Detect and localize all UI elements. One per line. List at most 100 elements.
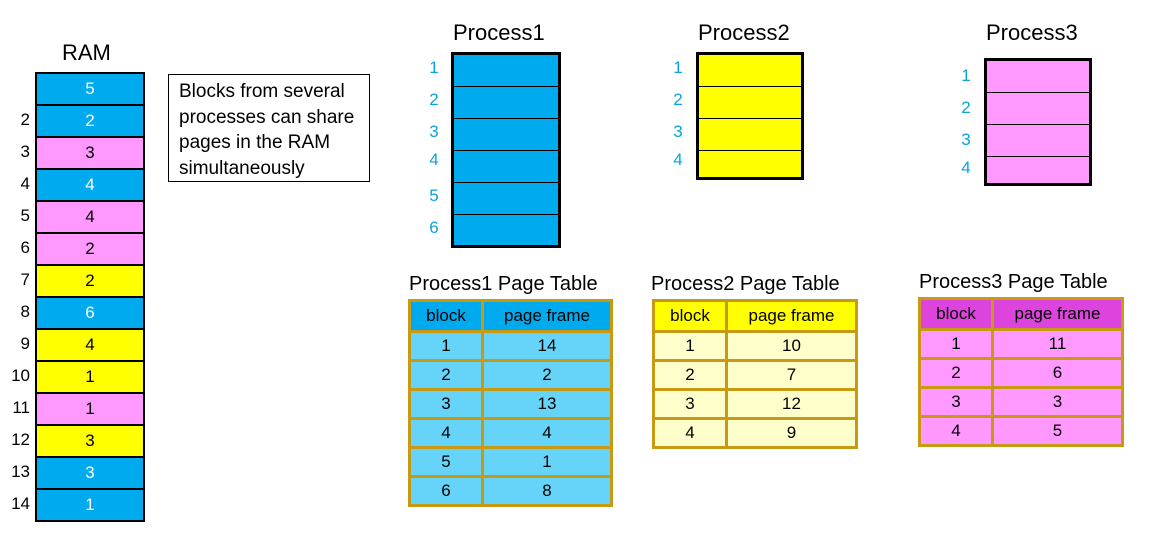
ram-frame-index: 12 [11,430,30,449]
page-frame-cell: 4 [481,417,613,449]
process-block-index: 2 [429,90,439,109]
page-frame-cell: 6 [991,357,1124,389]
page-frame-column-header: page frame [991,297,1124,331]
ram-frame-index: 5 [20,206,30,225]
process2-title: Process2 [698,20,790,45]
ram-frame-index: 8 [20,302,30,321]
ram-frame-index: 11 [12,398,30,417]
page-frame-cell: 5 [991,415,1124,447]
process-block [987,61,1089,93]
ram-frame: 4 [37,202,143,234]
page-frame-cell: 7 [725,359,858,391]
process-block-index: 1 [673,58,683,77]
ram-frame-index [0,72,30,104]
process-block [699,87,801,119]
ram-frame: 3 [37,426,143,458]
process-block [987,125,1089,157]
process-block-index: 4 [673,150,683,169]
block-cell: 1 [652,330,728,362]
ram-frame: 3 [37,138,143,170]
page-frame-cell: 12 [725,388,858,420]
process3-blocks [984,58,1092,186]
block-cell: 2 [652,359,728,391]
block-cell: 1 [918,328,994,360]
block-cell: 4 [918,415,994,447]
ram-frame-index: 9 [20,334,30,353]
ram-frame-index: 4 [20,174,30,193]
process-block [454,215,558,247]
ram-frame: 4 [37,170,143,202]
process-block-index: 4 [961,158,971,177]
process1-title: Process1 [453,20,545,45]
process-block [454,55,558,87]
ram-frame: 6 [37,298,143,330]
ram-frame: 1 [37,394,143,426]
page-frame-cell: 3 [991,386,1124,418]
process-block [454,119,558,151]
ram-frame: 2 [37,266,143,298]
process-block [699,55,801,87]
block-cell: 4 [652,417,728,449]
process-block [987,93,1089,125]
block-cell: 2 [408,359,484,391]
process-block [454,183,558,215]
process-block-index: 1 [961,66,971,85]
ram-frame: 2 [37,106,143,138]
block-cell: 6 [408,475,484,507]
block-cell: 3 [652,388,728,420]
process-block-index: 2 [961,98,971,117]
ram-title: RAM [62,40,111,65]
ram-frame: 3 [37,458,143,490]
page-frame-cell: 14 [481,330,613,362]
page-frame-column-header: page frame [725,299,858,333]
page-frame-cell: 10 [725,330,858,362]
block-cell: 3 [918,386,994,418]
ram-frame-index: 3 [20,142,30,161]
process2-blocks [696,52,804,180]
process-block-index: 3 [961,130,971,149]
process-block-index: 5 [429,186,439,205]
ram-frame: 1 [37,490,143,520]
process1-page-table-title: Process1 Page Table [409,273,598,295]
page-frame-cell: 9 [725,417,858,449]
ram-frame-index: 2 [20,110,30,129]
block-column-header: block [408,299,484,333]
page-frame-cell: 11 [991,328,1124,360]
process-block [699,119,801,151]
process-block [987,157,1089,189]
page-frame-cell: 2 [481,359,613,391]
process-block-index: 4 [429,150,439,169]
block-cell: 4 [408,417,484,449]
process2-page-table-title: Process2 Page Table [651,273,840,295]
process-block-index: 3 [429,122,439,141]
process-block [699,151,801,183]
process3-title: Process3 [986,20,1078,45]
ram-frame-index: 7 [20,270,30,289]
process3-page-table-title: Process3 Page Table [919,271,1108,293]
process-block [454,87,558,119]
process-block-index: 6 [429,218,439,237]
block-column-header: block [652,299,728,333]
ram-frame-index: 6 [20,238,30,257]
